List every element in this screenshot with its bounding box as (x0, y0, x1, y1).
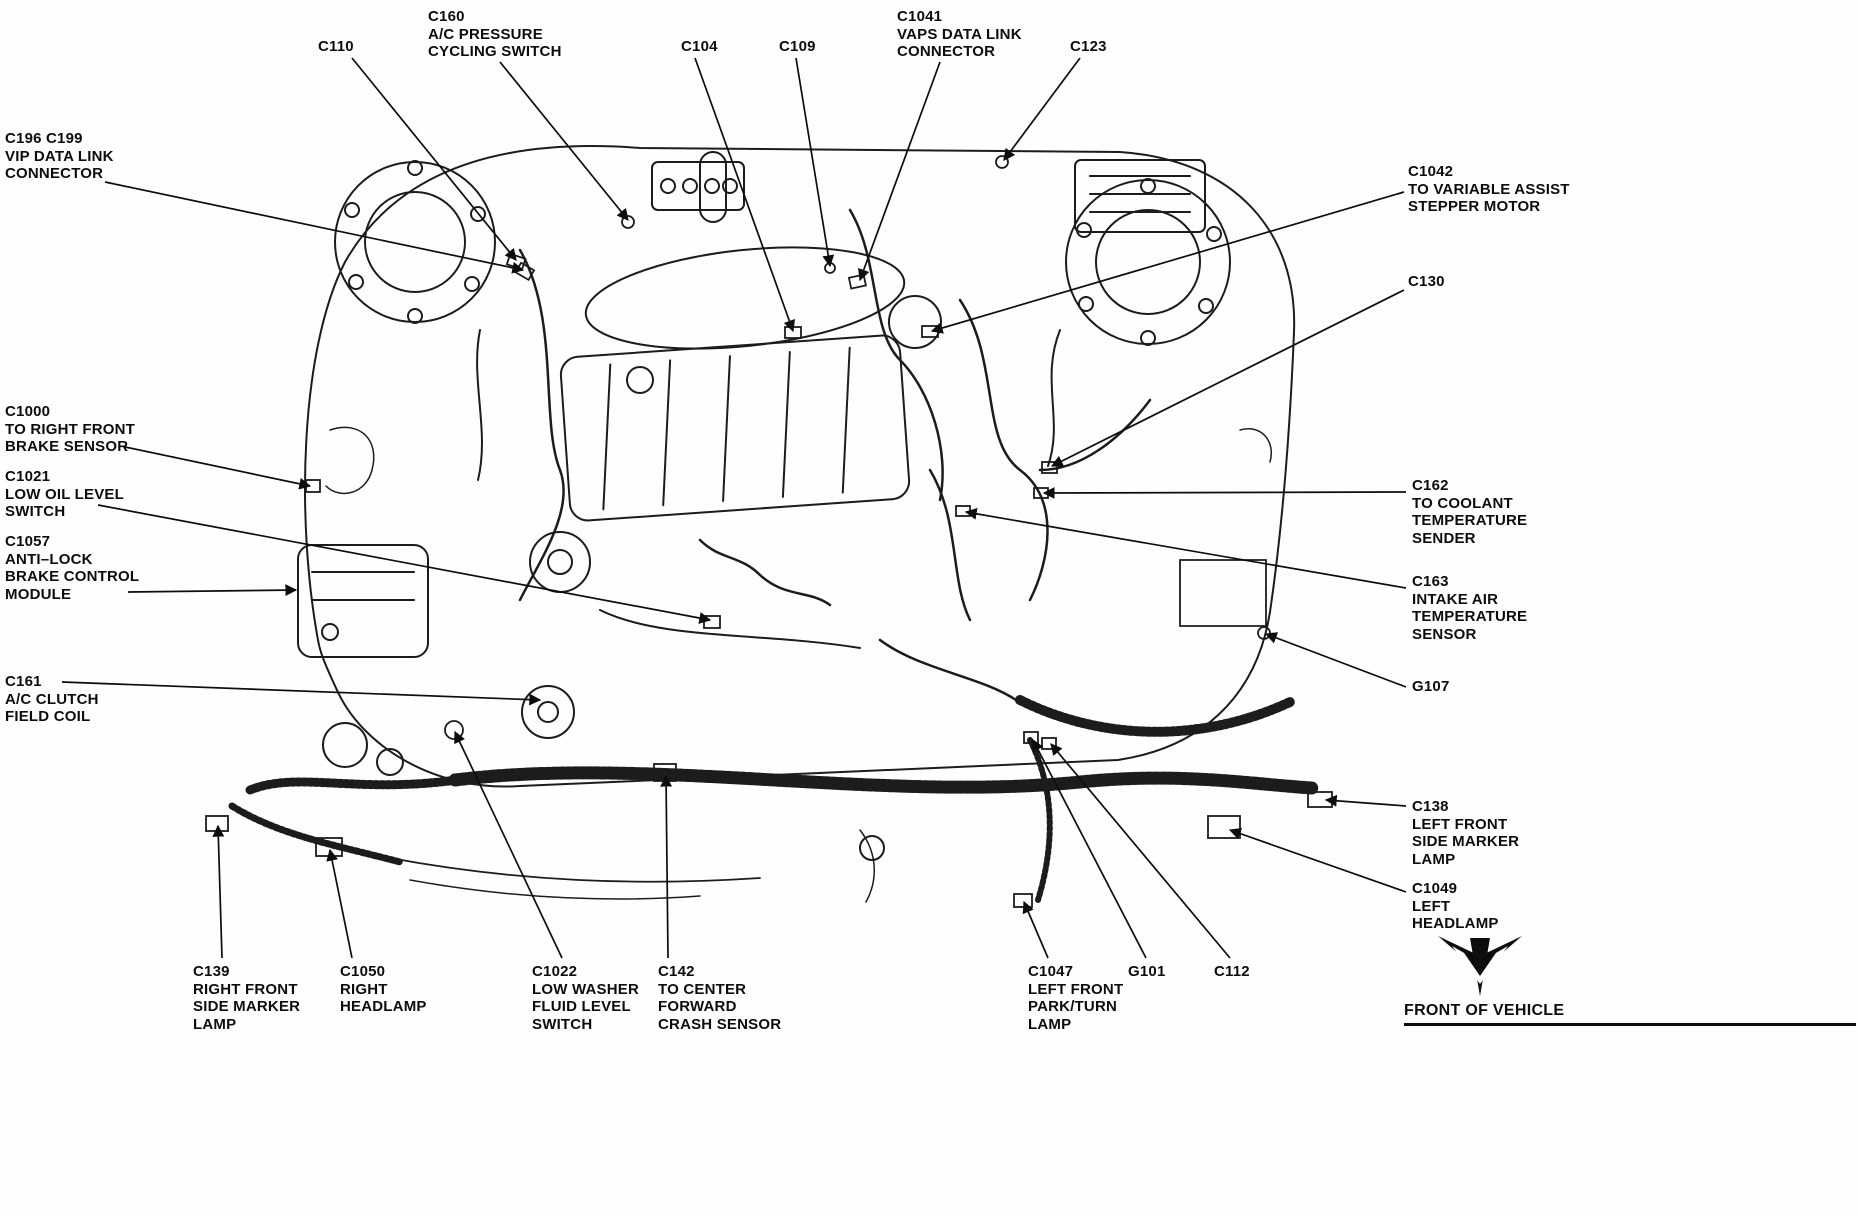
callout-c1050: C1050 RIGHT HEADLAMP (340, 963, 427, 1016)
leader-c110 (351, 57, 517, 261)
ac-compressor (521, 685, 575, 739)
leader-c138 (1324, 794, 1407, 807)
leader-c1021 (97, 504, 712, 624)
right-lamp-harness (245, 773, 475, 795)
abs-control-module (297, 544, 429, 658)
callout-c112: C112 (1214, 963, 1250, 980)
engine-bay-art (205, 145, 1333, 908)
callout-c1049: C1049 LEFT HEADLAMP (1412, 880, 1499, 933)
front-of-vehicle-label: FRONT OF VEHICLE (1404, 1002, 1856, 1026)
leader-c112 (1050, 743, 1231, 959)
air-cleaner-box (1074, 159, 1206, 233)
callout-c1022: C1022 LOW WASHER FLUID LEVEL SWITCH (532, 963, 639, 1034)
leader-c123 (1003, 57, 1081, 161)
callout-c1041: C1041 VAPS DATA LINK CONNECTOR (897, 8, 1022, 61)
leader-c1000 (124, 446, 312, 490)
strut-tower-right-side (334, 160, 496, 324)
leader-c104 (694, 57, 795, 333)
leader-lines (61, 57, 1407, 959)
throttle-body (888, 295, 942, 349)
intake-plenum (584, 246, 906, 350)
callout-c110: C110 (318, 38, 354, 55)
callout-g101: G101 (1128, 963, 1166, 980)
callout-c1042: C1042 TO VARIABLE ASSIST STEPPER MOTOR (1408, 163, 1570, 216)
callout-c1000: C1000 TO RIGHT FRONT BRAKE SENSOR (5, 403, 136, 456)
callout-c142: C142 TO CENTER FORWARD CRASH SENSOR (658, 963, 782, 1034)
leader-c161 (61, 681, 542, 706)
callout-c161: C161 A/C CLUTCH FIELD COIL (5, 673, 99, 726)
leader-c109 (795, 57, 835, 268)
leader-g101 (1032, 738, 1147, 959)
leader-c1041 (858, 61, 941, 282)
callout-c139: C139 RIGHT FRONT SIDE MARKER LAMP (193, 963, 301, 1034)
leader-c142 (660, 774, 673, 959)
leader-c1050 (326, 848, 353, 959)
leader-c130 (1050, 289, 1405, 467)
leader-c162 (1042, 487, 1407, 499)
leader-c1049 (1228, 827, 1407, 893)
connector-blobs (205, 155, 1333, 908)
engine-valve-cover (559, 334, 911, 522)
leader-c163 (964, 507, 1407, 589)
callout-c162: C162 TO COOLANT TEMPERATURE SENDER (1412, 477, 1528, 548)
callout-g107: G107 (1412, 678, 1450, 695)
leader-c1057 (127, 584, 298, 597)
leader-c160 (499, 61, 629, 221)
front-of-vehicle-emblem-icon (1438, 936, 1522, 996)
callout-c163: C163 INTAKE AIR TEMPERATURE SENSOR (1412, 573, 1528, 644)
callout-c138: C138 LEFT FRONT SIDE MARKER LAMP (1412, 798, 1520, 869)
left-lamp-harness (1015, 695, 1295, 737)
leader-c196 (104, 181, 525, 274)
leader-c1042 (930, 191, 1405, 334)
callout-c196-c199: C196 C199 VIP DATA LINK CONNECTOR (5, 130, 114, 183)
callout-c104: C104 (681, 38, 718, 55)
callout-c109: C109 (779, 38, 816, 55)
leader-c139 (212, 824, 225, 959)
callout-c1021: C1021 LOW OIL LEVEL SWITCH (5, 468, 124, 521)
bay-perimeter (304, 145, 1296, 788)
leader-c1047 (1022, 900, 1049, 959)
leader-g107 (1264, 632, 1407, 688)
callout-c160: C160 A/C PRESSURE CYCLING SWITCH (428, 8, 562, 61)
callout-c1057: C1057 ANTI–LOCK BRAKE CONTROL MODULE (5, 533, 140, 604)
callout-c123: C123 (1070, 38, 1107, 55)
callout-c130: C130 (1408, 273, 1445, 290)
callout-c1047: C1047 LEFT FRONT PARK/TURN LAMP (1028, 963, 1124, 1034)
leader-c1022 (454, 730, 563, 959)
